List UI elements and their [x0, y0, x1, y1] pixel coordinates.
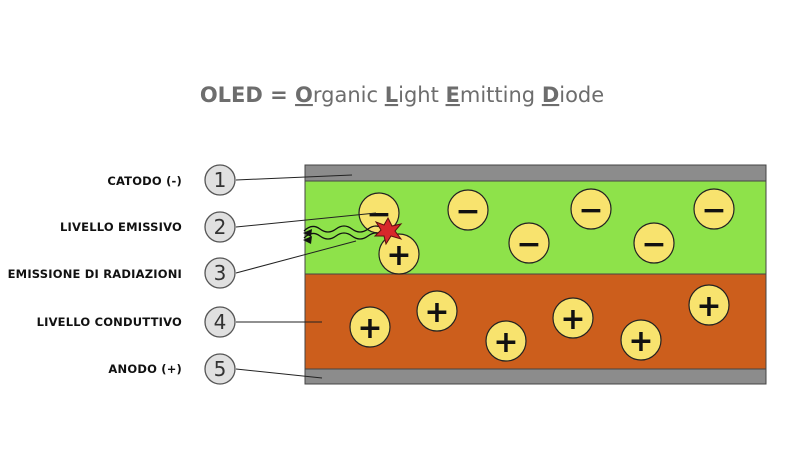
title-initial-o: O [295, 83, 313, 107]
title-rest-diode: iode [559, 83, 604, 107]
hole-charge: + [378, 233, 420, 275]
title-prefix: OLED = [200, 83, 295, 107]
hole-charge: + [349, 306, 391, 348]
electron-charge: − [633, 222, 675, 264]
leader-line-5 [235, 368, 323, 379]
positive-sign: + [424, 295, 449, 330]
number-badge: 3 [214, 261, 227, 285]
electron-charge: − [508, 222, 550, 264]
negative-sign: − [641, 227, 666, 262]
hole-charge: + [552, 297, 594, 339]
negative-sign: − [455, 194, 480, 229]
title-rest-emitting: mitting [460, 83, 542, 107]
label-radiation-emission: EMISSIONE DI RADIAZIONI [8, 267, 182, 281]
hole-charge: + [485, 320, 527, 362]
leader-line-2 [235, 212, 377, 228]
callout-4: LIVELLO CONDUTTIVO 4 [37, 306, 236, 338]
title-initial-e: E [446, 83, 460, 107]
electron-charge: − [693, 188, 735, 230]
callout-1: CATODO (-) 1 [107, 164, 236, 196]
diagram-title: OLED = Organic Light Emitting Diode [200, 83, 604, 107]
arrow-head [303, 229, 312, 237]
anode-layer [304, 368, 767, 385]
hole-charges: + + + + + + [349, 284, 730, 362]
number-badge: 4 [214, 310, 227, 334]
callout-2: LIVELLO EMISSIVO 2 [60, 211, 236, 243]
title-rest-organic: rganic [313, 83, 385, 107]
negative-sign: − [516, 227, 541, 262]
electron-charges: − − − − − − + [358, 188, 735, 275]
number-badge: 2 [214, 215, 227, 239]
radiation-emission [303, 216, 403, 246]
wavy-arrow-icon [303, 232, 385, 240]
number-badge: 5 [214, 357, 227, 381]
label-cathode: CATODO (-) [107, 174, 182, 188]
electron-charge: − [570, 188, 612, 230]
leader-lines [235, 174, 377, 379]
number-badge: 1 [214, 168, 227, 192]
positive-sign: + [696, 289, 721, 324]
positive-sign: + [357, 311, 382, 346]
label-emissive-layer: LIVELLO EMISSIVO [60, 220, 182, 234]
positive-sign: + [493, 325, 518, 360]
hole-charge: + [620, 319, 662, 361]
hole-charge: + [416, 290, 458, 332]
title-initial-l: L [385, 83, 398, 107]
positive-sign: + [628, 324, 653, 359]
negative-sign: − [701, 193, 726, 228]
cathode-layer [304, 164, 767, 182]
positive-sign: + [560, 302, 585, 337]
title-initial-d: D [542, 83, 559, 107]
leader-line-3 [235, 240, 357, 274]
callout-5: ANODO (+) 5 [108, 353, 236, 385]
leader-line-1 [235, 174, 353, 181]
arrow-head [303, 236, 312, 244]
callout-3: EMISSIONE DI RADIAZIONI 3 [8, 257, 236, 289]
label-conductive-layer: LIVELLO CONDUTTIVO [37, 315, 182, 329]
hole-charge: + [688, 284, 730, 326]
title-rest-light: ight [398, 83, 445, 107]
star-burst-icon [373, 216, 403, 246]
positive-sign: + [386, 238, 411, 273]
negative-sign: − [578, 193, 603, 228]
electron-charge: − [447, 189, 489, 231]
wavy-arrow-icon [303, 225, 385, 233]
label-anode: ANODO (+) [108, 362, 182, 376]
